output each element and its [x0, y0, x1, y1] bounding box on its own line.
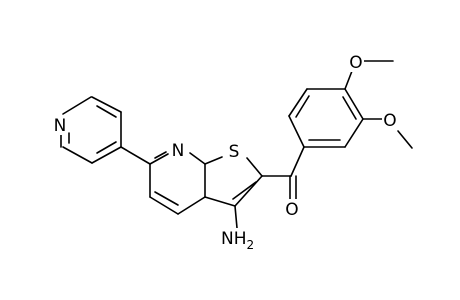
bond: [154, 151, 167, 159]
amine-nh-text: NH: [221, 229, 247, 249]
bond: [397, 130, 413, 149]
bond: [290, 146, 305, 177]
bond: [96, 105, 117, 118]
bond: [295, 95, 310, 118]
sulfur-label: S: [226, 141, 242, 162]
bond: [62, 96, 92, 115]
pyridine-nitrogen-label: N: [52, 115, 68, 136]
methoxy-oxygen-right-label: O: [382, 110, 398, 131]
methoxy-oxygen-top-label: O: [348, 52, 364, 73]
bond-lines: [60, 60, 413, 229]
methoxy-oxygen-top-text: O: [349, 53, 362, 73]
fused-nitrogen-label: N: [170, 140, 186, 161]
fused-nitrogen-text: N: [172, 141, 185, 161]
bond: [204, 156, 223, 165]
bond: [288, 88, 308, 117]
amine-text: NH2: [221, 229, 254, 252]
bond: [344, 70, 353, 90]
bond: [232, 181, 257, 200]
bond: [149, 196, 179, 215]
sulfur-text: S: [229, 142, 240, 162]
bond: [96, 141, 117, 154]
bond: [149, 153, 169, 165]
pyridine-nitrogen-text: N: [54, 116, 67, 136]
bond: [288, 115, 305, 148]
amine-subscript-text: 2: [247, 238, 255, 252]
bond: [342, 96, 357, 120]
bond: [344, 118, 364, 148]
atom-labels: N N S O O O NH: [52, 52, 398, 252]
bond: [189, 152, 206, 165]
bond: [177, 196, 206, 215]
bond: [91, 96, 122, 113]
carbonyl-oxygen-label: O: [284, 199, 300, 220]
bond: [91, 146, 122, 164]
bond: [234, 205, 238, 229]
carbonyl-oxygen-text: O: [285, 200, 298, 220]
bond: [204, 196, 236, 207]
bond: [120, 146, 151, 165]
methoxy-oxygen-right-text: O: [383, 111, 396, 131]
bond: [154, 191, 179, 206]
bond: [246, 157, 263, 177]
bond: [344, 88, 364, 120]
bond: [62, 146, 93, 164]
bond: [234, 175, 263, 207]
amine-label: NH2: [220, 228, 260, 252]
